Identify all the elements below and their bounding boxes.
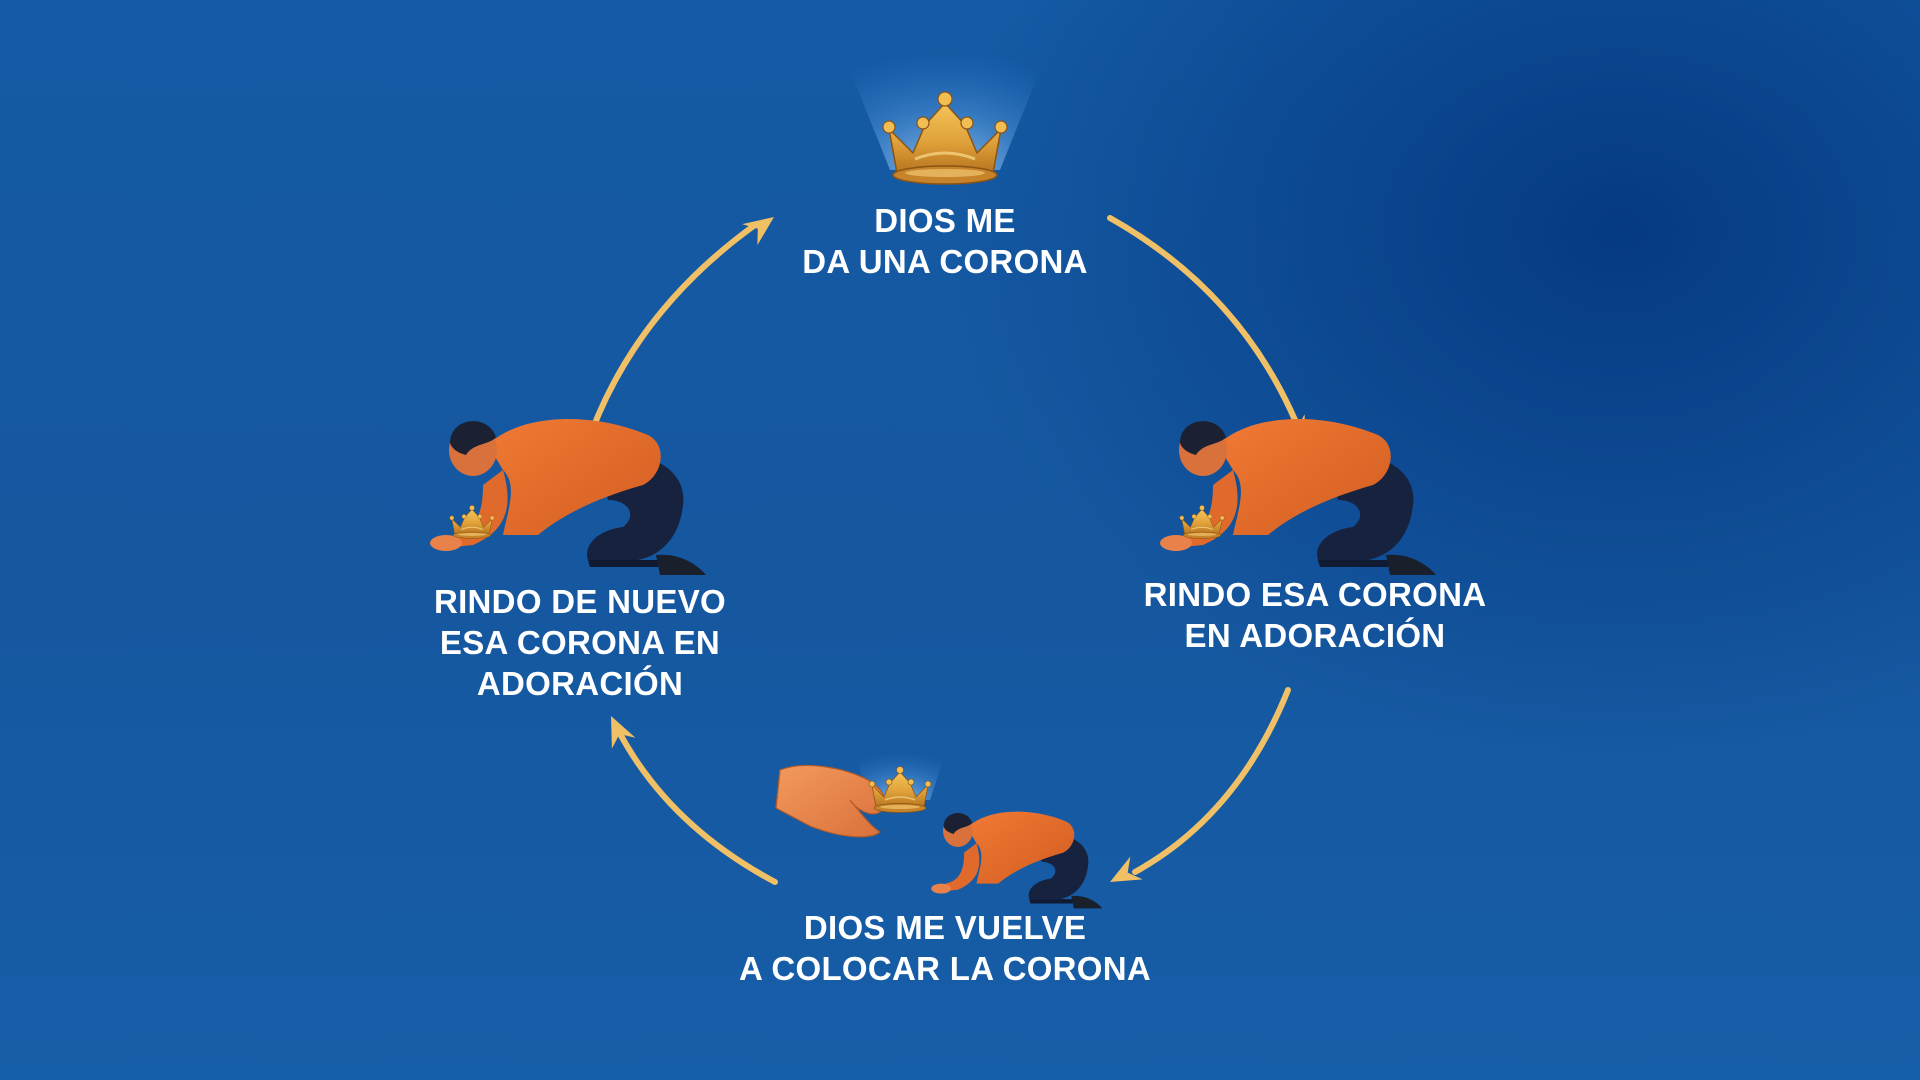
arrow-left-to-top: [582, 222, 758, 453]
step-label-right: RINDO ESA CORONA EN ADORACIÓN: [1100, 574, 1530, 656]
arrowhead-left: [611, 716, 636, 749]
step-label-line: DIOS ME VUELVE: [803, 909, 1087, 946]
step-label-line: RINDO DE NUEVO: [433, 583, 727, 620]
arrow-right-to-bottom: [1132, 687, 1291, 875]
glowing-crown-icon: [830, 20, 1060, 186]
step-label-line: ESA CORONA EN: [439, 624, 721, 661]
step-label-line: A COLOCAR LA CORONA: [738, 950, 1152, 987]
step-label-line: EN ADORACIÓN: [1184, 617, 1446, 654]
kneeling-man-with-crown-icon: [1160, 418, 1436, 575]
step-label-line: ADORACIÓN: [476, 665, 684, 702]
arrow-top-to-right: [1107, 215, 1298, 423]
arrowhead-top: [742, 217, 774, 246]
hand-placing-crown-on-man-icon: [775, 740, 1103, 909]
step-label-left: RINDO DE NUEVO ESA CORONA EN ADORACIÓN: [400, 581, 760, 704]
step-label-line: RINDO ESA CORONA: [1143, 576, 1487, 613]
arrowhead-bottom: [1110, 856, 1143, 882]
step-label-line: DIOS ME: [874, 202, 1016, 239]
arrowheads: [611, 217, 1305, 882]
kneeling-man-with-crown-icon: [430, 418, 706, 575]
step-label-bottom: DIOS ME VUELVE A COLOCAR LA CORONA: [690, 907, 1200, 989]
step-label-top: DIOS ME DA UNA CORONA: [745, 200, 1145, 282]
cycle-arrows: [582, 215, 1298, 885]
arrow-bottom-to-left: [615, 727, 778, 885]
hand-icon: [775, 764, 886, 838]
step-label-line: DA UNA CORONA: [802, 243, 1088, 280]
